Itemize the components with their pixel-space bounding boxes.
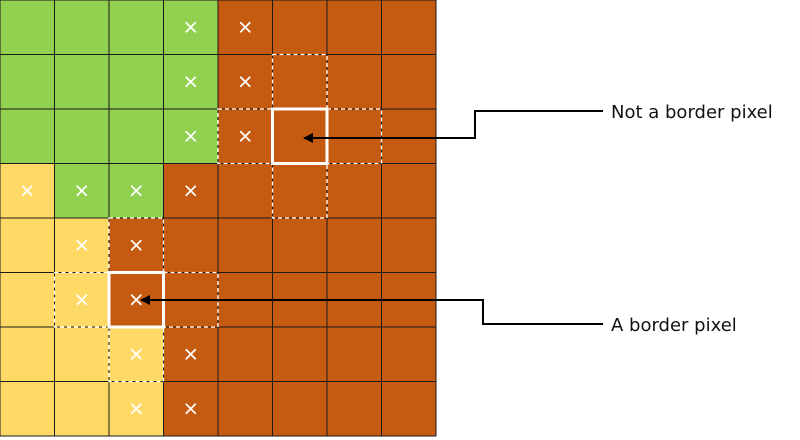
pixel-yellow <box>0 326 55 382</box>
pixel-orange <box>272 217 328 273</box>
pixel-grid <box>0 0 437 437</box>
pixel-orange <box>272 163 328 219</box>
pixel-orange <box>326 326 382 382</box>
pixel-orange <box>272 326 328 382</box>
pixel-orange <box>381 163 437 219</box>
callouts: Not a border pixel A border pixel <box>140 102 773 336</box>
pixel-green <box>108 108 164 164</box>
pixel-orange <box>326 108 382 164</box>
border-mark-icon <box>130 403 142 415</box>
pixel-orange <box>326 381 382 437</box>
neighbor-outline-border <box>108 326 165 383</box>
focus-pixel-not-border <box>271 107 329 165</box>
pixel-yellow <box>54 326 110 382</box>
pixel-orange <box>381 0 437 55</box>
pixel-green <box>54 108 110 164</box>
border-marks <box>21 21 251 415</box>
border-mark-icon <box>185 21 197 33</box>
border-mark-icon <box>21 185 33 197</box>
pixel-orange <box>163 217 219 273</box>
pixel-orange <box>217 163 273 219</box>
pixel-orange <box>326 217 382 273</box>
pixel-green <box>0 54 55 110</box>
border-mark-icon <box>185 76 197 88</box>
neighbor-outline-not-border <box>217 108 274 165</box>
pixel-orange <box>381 54 437 110</box>
border-mark-icon <box>239 130 251 142</box>
border-mark-icon <box>76 239 88 251</box>
pixel-green <box>0 108 55 164</box>
border-mark-icon <box>185 403 197 415</box>
border-mark-icon <box>185 185 197 197</box>
pixel-orange <box>381 108 437 164</box>
pixel-orange <box>272 381 328 437</box>
callout-line-not-border <box>303 110 603 143</box>
border-mark-icon <box>76 185 88 197</box>
pixel-orange <box>381 381 437 437</box>
pixel-orange <box>217 217 273 273</box>
pixel-orange <box>217 326 273 382</box>
pixel-orange <box>326 54 382 110</box>
pixel-orange <box>272 0 328 55</box>
border-mark-icon <box>76 294 88 306</box>
callout-line-border <box>140 295 603 325</box>
border-mark-icon <box>130 348 142 360</box>
pixel-green <box>0 0 55 55</box>
pixel-yellow <box>0 381 55 437</box>
pixel-yellow <box>54 381 110 437</box>
pixel-yellow <box>0 217 55 273</box>
neighbor-outline-not-border <box>271 162 328 219</box>
border-mark-icon <box>130 294 142 306</box>
border-mark-icon <box>130 185 142 197</box>
pixel-green <box>54 54 110 110</box>
neighbor-outline-border <box>53 271 110 328</box>
border-mark-icon <box>185 130 197 142</box>
pixel-orange <box>272 108 328 164</box>
pixel-orange <box>217 381 273 437</box>
pixel-green <box>108 54 164 110</box>
border-mark-icon <box>185 348 197 360</box>
pixel-yellow <box>0 272 55 328</box>
pixel-green <box>54 0 110 55</box>
pixel-orange <box>326 163 382 219</box>
pixel-orange <box>381 326 437 382</box>
label-not-border: Not a border pixel <box>611 102 773 123</box>
pixel-orange <box>326 0 382 55</box>
pixel-orange <box>381 217 437 273</box>
pixel-green <box>108 0 164 55</box>
border-mark-icon <box>239 21 251 33</box>
pixel-orange <box>272 54 328 110</box>
label-border: A border pixel <box>611 315 737 336</box>
border-mark-icon <box>239 76 251 88</box>
border-mark-icon <box>130 239 142 251</box>
